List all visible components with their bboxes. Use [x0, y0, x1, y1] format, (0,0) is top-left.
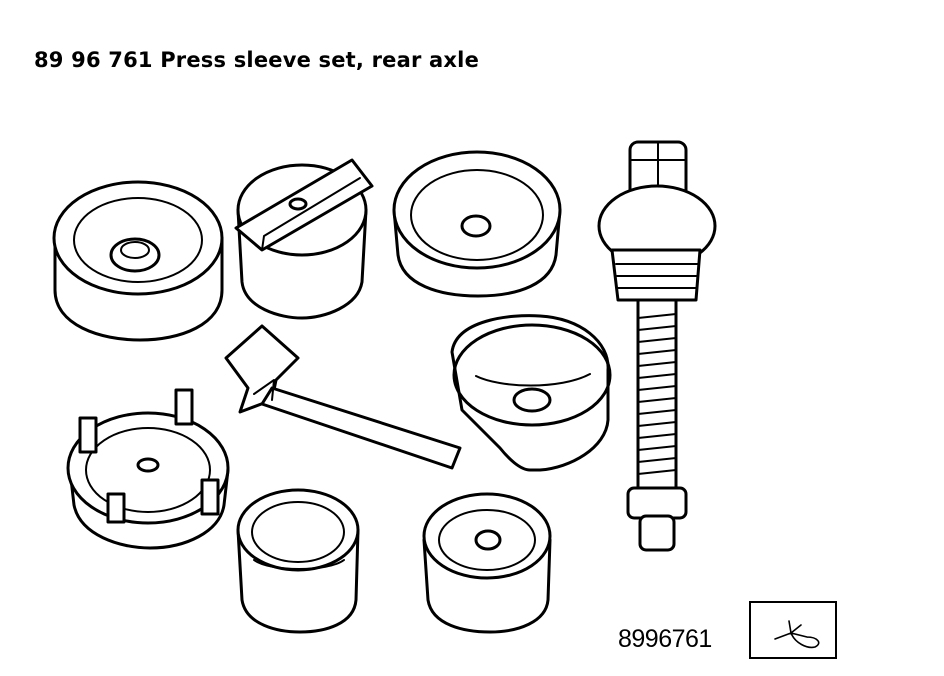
castellated-sleeve: [66, 388, 230, 550]
deep-cup-sleeve: [392, 150, 562, 298]
cone-cup-sleeve: [422, 492, 552, 634]
page-title: 89 96 761 Press sleeve set, rear axle: [34, 48, 480, 72]
tool-glyph-icon: [774, 620, 820, 649]
half-cup-guide: [450, 314, 612, 472]
sleeve-with-bridge: [234, 158, 374, 320]
t-handle-tool: [224, 324, 462, 470]
tool-badge: [749, 601, 837, 659]
sleeve-ring-large: [52, 180, 224, 342]
straight-sleeve: [236, 488, 360, 634]
threaded-spindle: [597, 140, 717, 552]
part-code: 8996761: [618, 625, 712, 653]
